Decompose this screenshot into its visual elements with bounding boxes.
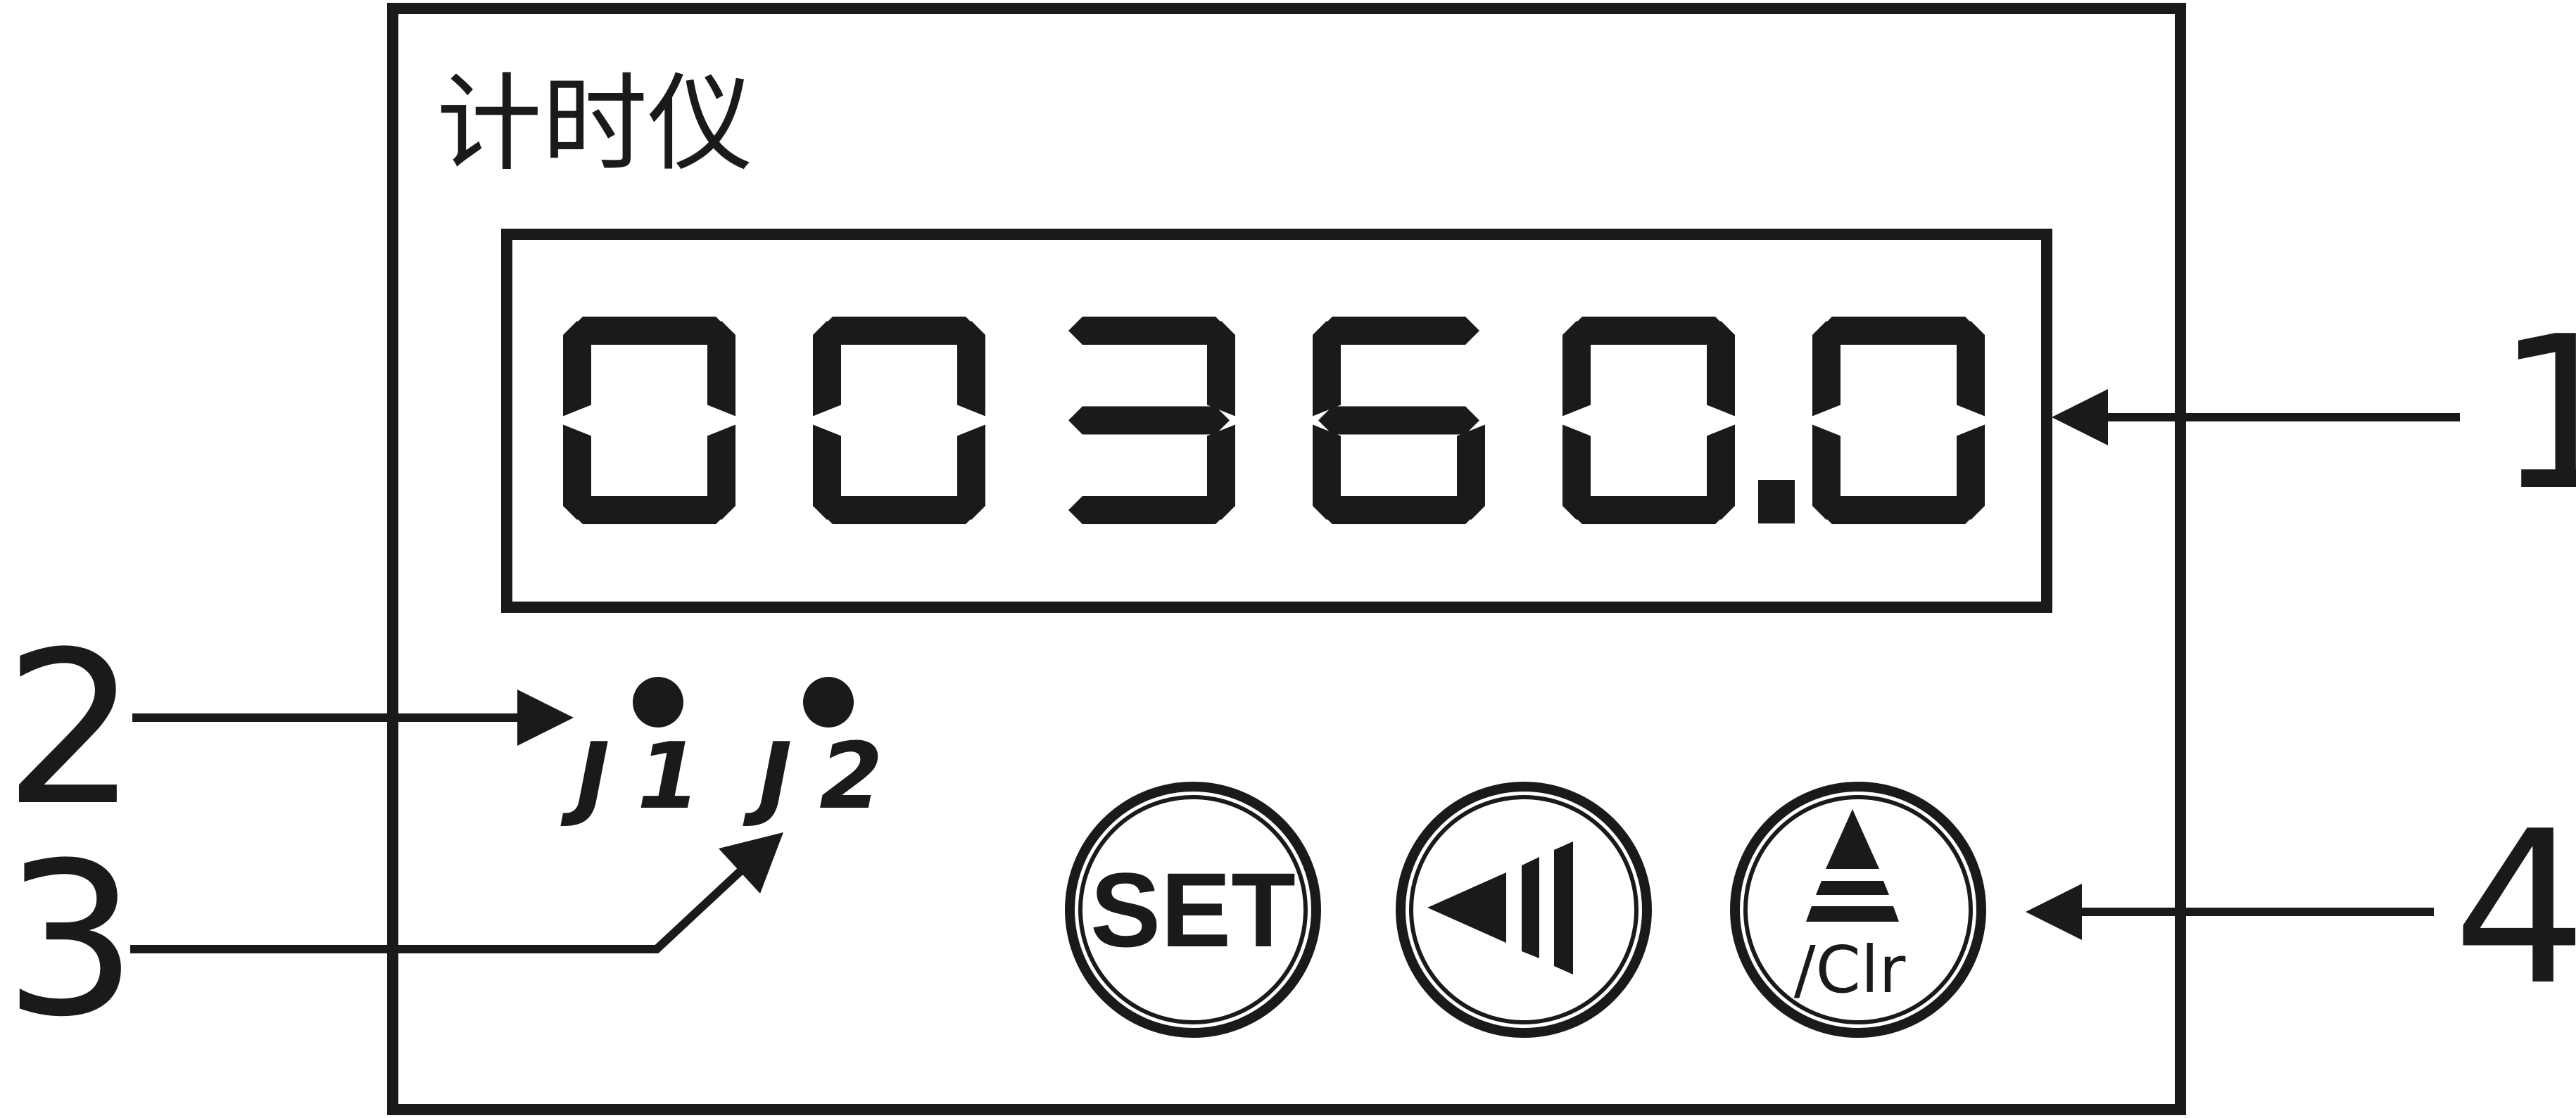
decimal-point — [1758, 480, 1795, 523]
set-button-label: SET — [1090, 851, 1296, 969]
digit-4-segment-g — [1318, 406, 1479, 435]
digit-2 — [813, 317, 985, 524]
digit-3-segment-g — [1068, 406, 1230, 435]
digit-3-segment-b — [1207, 321, 1235, 417]
digit-3 — [1068, 317, 1235, 524]
digit-1 — [563, 317, 735, 524]
shift-bar-2 — [1554, 841, 1573, 974]
callout-2-arrowhead — [517, 690, 574, 746]
shift-button[interactable] — [1396, 782, 1652, 1038]
label-j2-sub: 2 — [819, 723, 883, 830]
callout-4-number: 4 — [2453, 786, 2576, 1031]
digit-4-segment-a — [1318, 317, 1479, 345]
digit-4 — [1313, 317, 1485, 524]
callout-3: 3 — [4, 818, 783, 1063]
digit-4-segment-d — [1318, 496, 1479, 524]
digit-5-segment-a — [1568, 317, 1729, 345]
digit-1-segment-f — [563, 321, 591, 417]
digit-4-segment-f — [1313, 321, 1341, 417]
digit-1-segment-e — [563, 424, 591, 520]
instrument-frame — [387, 3, 2186, 1115]
digit-6 — [1812, 317, 1985, 524]
led-j1 — [633, 677, 683, 728]
digit-2-segment-b — [957, 321, 985, 417]
callout-1-arrowhead — [2052, 389, 2108, 445]
label-j2-letter: J — [743, 723, 792, 830]
digit-5 — [1562, 317, 1735, 524]
digit-1-segment-a — [569, 317, 730, 345]
digit-5-segment-b — [1707, 321, 1735, 417]
digit-6-segment-d — [1818, 496, 1979, 524]
lcd-window — [501, 229, 2052, 613]
up-arrow-icon — [1806, 809, 1899, 922]
digit-2-segment-f — [813, 321, 841, 417]
label-j1-sub: 1 — [637, 723, 700, 830]
digit-2-segment-e — [813, 424, 841, 520]
digit-4-segment-c — [1457, 424, 1485, 520]
callout-3-number: 3 — [4, 818, 138, 1063]
callout-2-number: 2 — [4, 606, 138, 852]
shift-left-icon — [1427, 872, 1506, 943]
digit-6-segment-b — [1957, 321, 1985, 417]
callout-2: 2 — [4, 606, 574, 852]
label-j1-letter: J — [560, 723, 610, 830]
callout-4-arrowhead — [2026, 884, 2082, 940]
callout-1: 1 — [2052, 291, 2576, 537]
up-clr-button[interactable]: /Clr — [1730, 782, 1986, 1038]
digit-2-segment-a — [819, 317, 980, 345]
digit-1-segment-b — [707, 321, 735, 417]
digit-3-segment-a — [1068, 317, 1230, 345]
digit-1-segment-d — [569, 496, 730, 524]
panel-title: 计时仪 — [436, 63, 753, 186]
callout-4: 4 — [2026, 786, 2576, 1031]
digit-6-segment-f — [1812, 321, 1841, 417]
set-button[interactable]: SET — [1065, 782, 1321, 1038]
digit-2-segment-d — [819, 496, 980, 524]
digit-3-segment-d — [1068, 496, 1230, 524]
up-clr-button-sublabel: /Clr — [1794, 932, 1906, 1008]
digit-5-segment-f — [1562, 321, 1591, 417]
digit-6-segment-a — [1818, 317, 1979, 345]
callout-3-arrowhead — [719, 832, 783, 894]
seven-segment-display — [563, 317, 1985, 524]
callout-1-number: 1 — [2495, 291, 2576, 537]
digit-5-segment-e — [1562, 424, 1591, 520]
digit-6-segment-e — [1812, 424, 1841, 520]
shift-bar-1 — [1522, 857, 1539, 958]
digit-5-segment-d — [1568, 496, 1729, 524]
led-j2 — [803, 677, 854, 728]
